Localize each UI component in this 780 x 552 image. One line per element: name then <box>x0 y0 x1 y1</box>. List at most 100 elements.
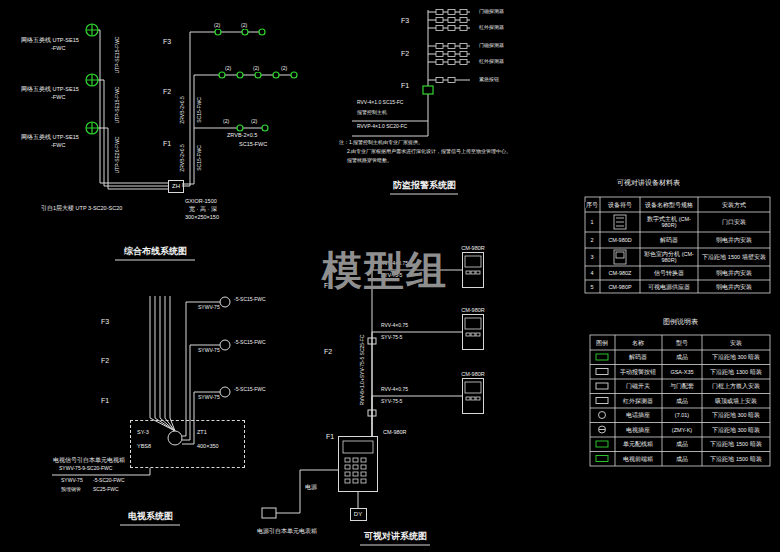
information-outlet <box>86 74 98 86</box>
annotation-label: 报警线路穿管暗敷。 <box>346 158 393 164</box>
floor-label: F3 <box>162 38 172 46</box>
annotation-label: CM-980D <box>607 237 633 243</box>
annotation-label: 3 <box>589 254 594 260</box>
annotation-label: 下沿距地 300 暗装 <box>711 427 761 433</box>
device-dot <box>237 125 243 131</box>
annotation-label: 信号转换器 <box>653 270 685 276</box>
annotation-label: 电视插座 <box>625 427 651 433</box>
node-label: SY-3 <box>137 429 149 435</box>
annotation-label: (2) <box>240 23 248 29</box>
annotation-label: 设备名称型号规格 <box>644 201 694 207</box>
tv-cable <box>155 296 175 431</box>
signal-cable <box>372 396 462 436</box>
tv-cable <box>52 296 220 525</box>
annotation-label: SYV-75-5 <box>380 335 403 341</box>
floor-label: F1 <box>325 433 335 441</box>
node-label: CM-980R <box>461 307 485 313</box>
intercom-wire <box>360 545 430 546</box>
annotation-label: 2.由专业厂家根据用户需求进行深化设计，报警信号上传至物业管理中心。 <box>346 149 512 155</box>
annotation-label: RVVP-4×1.0 SC20-FC <box>356 124 408 130</box>
annotation-label: 红外探测器 <box>478 25 505 31</box>
annotation-label: 成品 <box>675 398 689 404</box>
floor-label: F2 <box>162 88 172 96</box>
annotation-label: 红外探测器 <box>478 59 505 65</box>
annotation-label: RVV-4×1.0 SC15-FC <box>356 100 404 106</box>
annotation-label: 门磁探测器 <box>478 43 505 49</box>
device-dot <box>291 72 297 78</box>
alarm-wire <box>390 194 458 195</box>
node-label: ZT1 <box>197 429 207 435</box>
alarm-detector <box>448 26 455 31</box>
annotation-label: ZRVB-2×0.5 <box>180 143 186 173</box>
watermark: 模型组 <box>321 248 449 292</box>
annotation-label: -FWC <box>50 142 66 148</box>
table-grid <box>585 212 770 280</box>
legend-symbol <box>596 398 608 404</box>
annotation-label: 1 <box>589 219 594 225</box>
annotation-label: 解码器 <box>659 237 679 243</box>
annotation-label: 电源 <box>304 484 318 490</box>
alarm-detector <box>460 60 467 65</box>
node-label: YBS8 <box>137 443 151 449</box>
annotation-label: 门磁探测器 <box>478 9 505 15</box>
intercom-internals <box>353 458 358 462</box>
annotation-label: ZRVB-2×0.5 <box>226 132 258 138</box>
annotation-label: 下沿距地 300 暗装 <box>711 354 761 360</box>
tv-cable <box>170 296 175 431</box>
annotation-label: 序号 <box>585 201 599 207</box>
intercom-internals <box>361 472 366 476</box>
floor-label: F3 <box>100 318 110 326</box>
table-grid <box>590 350 770 452</box>
intercom-internals <box>361 458 366 462</box>
annotation-label: 下沿距地 1300 暗装 <box>709 369 762 375</box>
annotation-label: 5 <box>589 283 594 289</box>
alarm-detector <box>436 10 467 83</box>
annotation-label: -5-SC15-FWC <box>233 297 267 303</box>
annotation-label: 4 <box>589 270 594 276</box>
alarm-wire <box>352 121 428 136</box>
device-dot <box>219 72 225 78</box>
distribution-box: ZH <box>168 180 184 193</box>
intercom-internals <box>343 441 373 453</box>
floor-label: F1 <box>400 82 410 90</box>
annotation-label: SC15-FWC <box>197 144 203 172</box>
alarm-detector <box>448 18 455 23</box>
table-grid <box>585 197 770 293</box>
annotation-label: 紧急按钮 <box>478 77 500 83</box>
annotation-label: SC15-FWC <box>197 96 203 124</box>
information-outlet <box>86 24 98 36</box>
annotation-label: UTP-SE15-FWC <box>115 36 121 75</box>
tv-cable <box>150 296 175 431</box>
annotation-label: 成品 <box>675 456 689 462</box>
section-title: 综合布线系统图 <box>123 247 188 257</box>
annotation-label: (2) <box>213 23 221 29</box>
legend-symbol <box>599 426 606 433</box>
annotation-label: 弱电井内安装 <box>715 283 753 289</box>
intercom-internals <box>466 271 470 274</box>
floor-label: F2 <box>323 348 333 356</box>
alarm-detector <box>448 60 455 65</box>
table-grid <box>590 335 770 466</box>
legend-symbol <box>596 369 608 375</box>
annotation-label: RVV-4×0.75 <box>380 387 409 393</box>
table-grid <box>615 335 702 466</box>
annotation-label: 门框上方嵌入安装 <box>711 383 761 389</box>
signal-cable <box>372 270 462 436</box>
annotation-label: 红外探测器 <box>622 398 654 404</box>
annotation-label: (2) <box>280 66 288 72</box>
cabling-wire <box>98 30 296 260</box>
device-dot <box>259 29 265 35</box>
annotation-label: 引自1层大楼 UTP 3-SC20-SC20 <box>40 205 123 211</box>
annotation-label: 注：1.报警控制主机由专业厂家提供。 <box>338 140 424 146</box>
annotation-label: 电话插座 <box>625 412 651 418</box>
information-outlet <box>86 24 98 134</box>
intercom-wire <box>262 338 430 545</box>
alarm-detector <box>448 10 455 15</box>
alarm-detector <box>436 26 443 31</box>
annotation-label: SYV-75-5 <box>380 399 403 405</box>
tv-outlet <box>220 340 230 350</box>
legend-symbol <box>599 412 606 419</box>
section-title: 防盗报警系统图 <box>392 181 457 191</box>
legend-symbol <box>599 429 605 430</box>
